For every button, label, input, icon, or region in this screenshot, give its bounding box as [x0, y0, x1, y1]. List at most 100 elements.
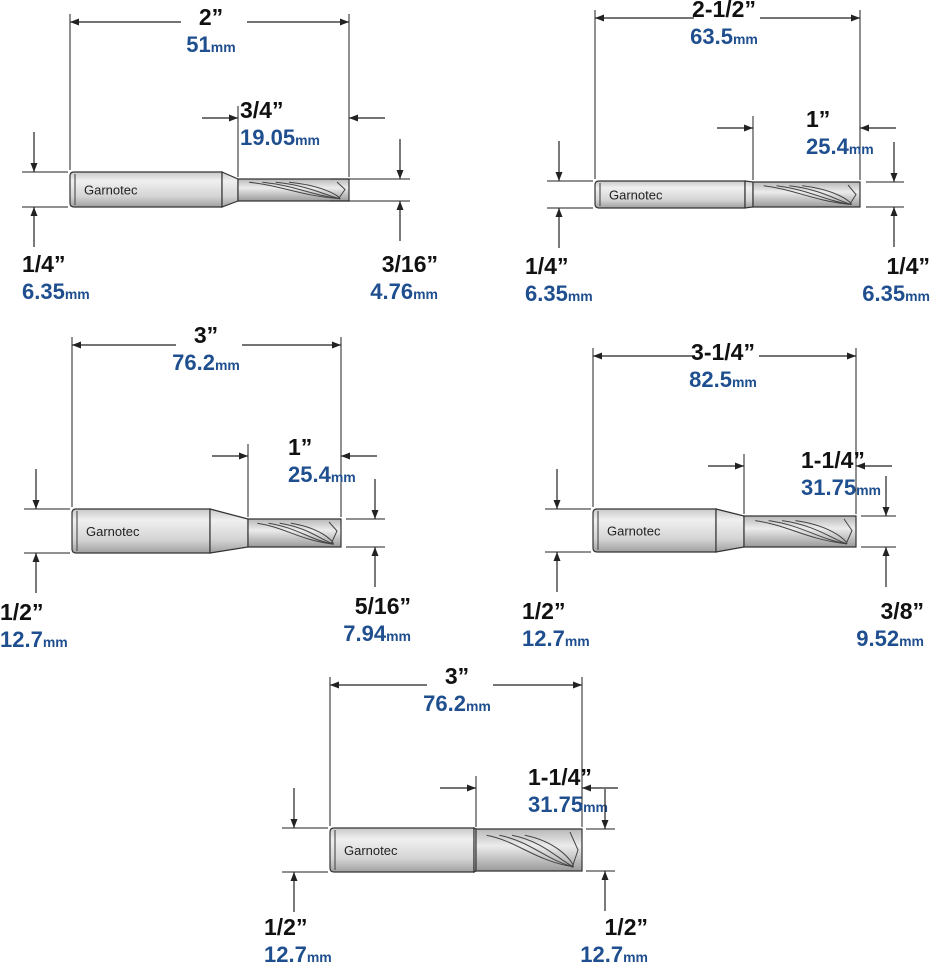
overall-length-metric: 82.5mm — [689, 367, 757, 392]
overall-length-label: 2-1/2”63.5mm — [690, 0, 758, 49]
arrow-head — [340, 18, 349, 26]
arrow-head — [555, 208, 563, 217]
cutting-diameter-imperial: 1/2” — [605, 914, 648, 940]
arrow-head — [601, 871, 609, 880]
cutting-diameter-metric: 7.94mm — [343, 621, 411, 646]
arrow-head — [890, 173, 898, 182]
overall-length-imperial: 3” — [194, 322, 218, 348]
shank-diameter-metric: 6.35mm — [525, 281, 593, 306]
cutting-length-unit: mm — [331, 469, 356, 485]
cutting-length-unit: mm — [856, 482, 881, 498]
flute-line — [262, 181, 341, 200]
overall-length-label: 3-1/4”82.5mm — [689, 339, 757, 392]
arrow-head — [890, 207, 898, 216]
cutting-diameter-imperial: 5/16” — [355, 593, 411, 619]
neck — [715, 508, 745, 553]
flute-tip — [328, 521, 338, 545]
arrow-head — [72, 341, 81, 349]
shank-diameter-unit: mm — [43, 634, 68, 650]
flute-line — [511, 834, 574, 868]
brand-label: Garnotec — [84, 183, 138, 198]
overall-length-imperial: 2” — [199, 4, 223, 30]
arrow-head — [30, 163, 38, 172]
arrow-head — [290, 872, 298, 881]
shank-diameter-metric: 12.7mm — [0, 627, 68, 652]
arrow-head — [330, 681, 339, 689]
router-bit-1: Garnotec2”51mm3/4”19.05mm1/4”6.35mm3/16”… — [22, 4, 438, 304]
flute-line — [755, 520, 848, 545]
arrow-head — [32, 500, 40, 509]
shank-diameter-label: 1/2”12.7mm — [264, 914, 332, 967]
flute-line — [279, 522, 334, 545]
overall-length-imperial: 2-1/2” — [692, 0, 756, 22]
cutting-diameter-unit: mm — [413, 286, 438, 302]
arrow-head — [882, 507, 890, 516]
cutting-length-unit: mm — [849, 141, 874, 157]
overall-length-label: 3”76.2mm — [423, 663, 491, 716]
overall-length-metric: 76.2mm — [423, 691, 491, 716]
overall-length-imperial: 3” — [445, 663, 469, 689]
arrow-head — [371, 510, 379, 519]
flute-line — [249, 181, 341, 200]
arrow-head — [229, 114, 238, 122]
brand-label: Garnotec — [609, 188, 663, 203]
cutting-length-label: 1”25.4mm — [288, 434, 356, 487]
arrow-head — [553, 500, 561, 509]
cutting-length-metric: 31.75mm — [528, 792, 608, 817]
arrow-head — [396, 201, 404, 210]
cutting-diameter-imperial: 1/4” — [887, 253, 930, 279]
flute-line — [290, 522, 335, 545]
arrow-head — [341, 452, 350, 460]
cutting-diameter-label: 1/4”6.35mm — [862, 253, 930, 306]
router-bit-2: Garnotec2-1/2”63.5mm1”25.4mm1/4”6.35mm1/… — [525, 0, 930, 306]
arrow-head — [860, 124, 869, 132]
arrow-head — [555, 172, 563, 181]
cutting-length-unit: mm — [583, 799, 608, 815]
cutting-length-metric: 25.4mm — [806, 134, 874, 159]
shank-diameter-imperial: 1/2” — [264, 914, 307, 940]
cutting-length-label: 1”25.4mm — [806, 106, 874, 159]
arrow-head — [601, 820, 609, 829]
overall-length-label: 2”51mm — [186, 4, 235, 57]
arrow-head — [467, 784, 476, 792]
arrow-head — [332, 341, 341, 349]
cutting-diameter-imperial: 3/8” — [881, 598, 924, 624]
flute-tip — [843, 518, 853, 545]
arrow-head — [32, 553, 40, 562]
arrow-head — [70, 18, 79, 26]
cutting-diameter-metric: 12.7mm — [580, 942, 648, 967]
shank — [69, 171, 223, 208]
router-bit-5: Garnotec3”76.2mm1-1/4”31.75mm1/2”12.7mm1… — [264, 663, 648, 967]
overall-length-metric: 51mm — [186, 32, 235, 57]
arrow-head — [744, 124, 753, 132]
arrow-head — [573, 681, 582, 689]
brand-label: Garnotec — [86, 524, 140, 539]
cutting-diameter-label: 3/8”9.52mm — [856, 598, 924, 651]
cutting-diameter-metric: 4.76mm — [370, 279, 438, 304]
shank-diameter-imperial: 1/2” — [0, 599, 43, 625]
overall-length-unit: mm — [732, 374, 757, 390]
cutting-diameter-label: 1/2”12.7mm — [580, 914, 648, 967]
shank-diameter-unit: mm — [65, 286, 90, 302]
flute-line — [257, 522, 334, 545]
cutting-length-imperial: 1-1/4” — [801, 447, 865, 473]
flute-line — [789, 185, 852, 205]
overall-length-unit: mm — [211, 39, 236, 55]
flute-tip — [569, 831, 579, 869]
cutting-length-imperial: 3/4” — [240, 97, 283, 123]
arrow-head — [882, 547, 890, 556]
shank-diameter-metric: 6.35mm — [22, 279, 90, 304]
cutting-diameter-imperial: 3/16” — [382, 251, 438, 277]
overall-length-imperial: 3-1/4” — [691, 339, 755, 365]
overall-length-unit: mm — [215, 357, 240, 373]
neck — [744, 180, 754, 209]
arrow-head — [239, 452, 248, 460]
cutting-length-label: 1-1/4”31.75mm — [528, 764, 608, 817]
arrow-head — [290, 819, 298, 828]
brand-label: Garnotec — [607, 524, 661, 539]
cutting-diameter-unit: mm — [623, 949, 648, 965]
shank-diameter-label: 1/2”12.7mm — [0, 599, 68, 652]
shank — [594, 180, 746, 209]
